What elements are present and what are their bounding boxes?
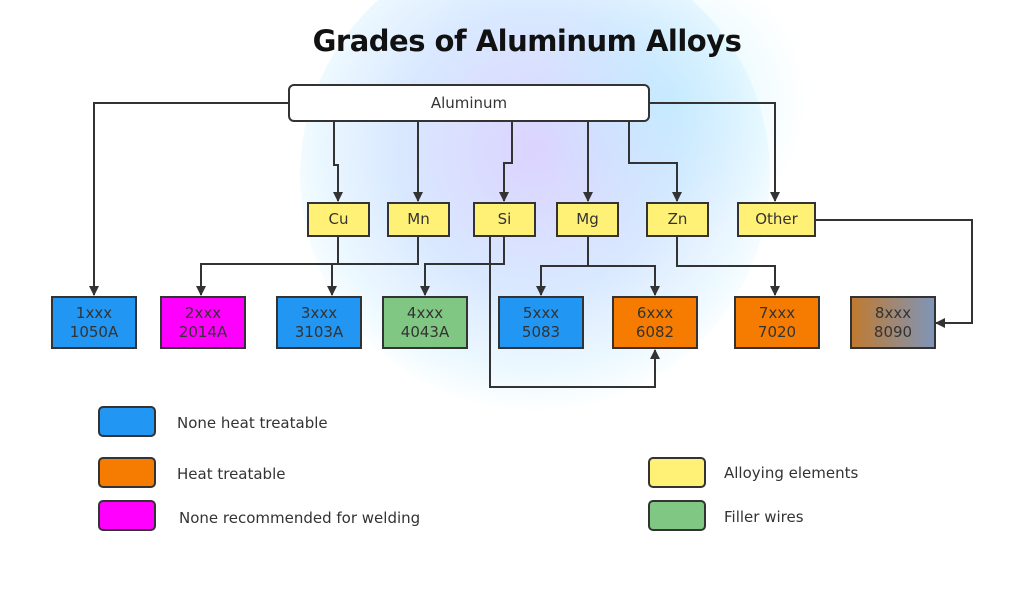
connector-other-8xxx: [816, 219, 973, 328]
legend-label-alloying-elements: Alloying elements: [724, 464, 859, 482]
grade-node-7xxx: 7xxx 7020: [734, 296, 820, 349]
grade-node-4xxx: 4xxx 4043A: [382, 296, 468, 349]
grade-series: 5xxx: [522, 303, 560, 322]
connector-cu-2xxx: [196, 237, 339, 296]
grade-example: 2014A: [178, 322, 228, 341]
connector-zn-7xxx: [676, 237, 780, 296]
grade-series: 7xxx: [758, 303, 796, 322]
grade-example: 5083: [521, 322, 561, 341]
grade-series: 3xxx: [300, 303, 338, 322]
grade-node-3xxx: 3xxx 3103A: [276, 296, 362, 349]
legend-label-not-for-welding: None recommended for welding: [179, 509, 421, 527]
grade-node-8xxx: 8xxx 8090: [850, 296, 936, 349]
legend-swatch-non-heat-treatable: [98, 406, 156, 437]
legend-label-heat-treatable: Heat treatable: [177, 465, 286, 483]
grade-node-1xxx: 1xxx 1050A: [51, 296, 137, 349]
legend-swatch-heat-treatable: [98, 457, 156, 488]
connector-root-si: [499, 122, 513, 202]
legend-swatch-filler-wires: [648, 500, 706, 531]
element-node-mn: Mn: [387, 202, 450, 237]
element-node-cu: Cu: [307, 202, 370, 237]
connector-mg-5xxx: [536, 237, 589, 296]
legend-swatch-alloying-elements: [648, 457, 706, 488]
grade-example: 1050A: [69, 322, 119, 341]
element-node-mg: Mg: [556, 202, 619, 237]
connector-mg-6xxx: [588, 265, 660, 296]
grade-series: 1xxx: [75, 303, 113, 322]
connector-si-4xxx: [420, 237, 505, 296]
diagram-title: Grades of Aluminum Alloys: [312, 24, 742, 58]
grade-series: 6xxx: [636, 303, 674, 322]
grade-series: 2xxx: [184, 303, 222, 322]
element-node-si: Si: [473, 202, 536, 237]
legend-label-filler-wires: Filler wires: [724, 508, 804, 526]
grade-example: 7020: [757, 322, 797, 341]
grade-series: 4xxx: [406, 303, 444, 322]
connector-root-cu: [333, 122, 343, 202]
grade-example: 4043A: [400, 322, 450, 341]
connector-root-1xxx: [89, 102, 288, 296]
grade-example: 6082: [635, 322, 675, 341]
legend-label-non-heat-treatable: None heat treatable: [177, 414, 328, 432]
grade-example: 8090: [873, 322, 913, 341]
grade-example: 3103A: [294, 322, 344, 341]
element-node-zn: Zn: [646, 202, 709, 237]
grade-node-6xxx: 6xxx 6082: [612, 296, 698, 349]
grade-series: 8xxx: [874, 303, 912, 322]
legend-swatch-not-for-welding: [98, 500, 156, 531]
connector-root-other: [650, 102, 780, 202]
grade-node-5xxx: 5xxx 5083: [498, 296, 584, 349]
root-node-aluminum: Aluminum: [288, 84, 650, 122]
connector-si-6xxx: [489, 237, 660, 388]
connector-root-zn: [628, 122, 682, 202]
grade-node-2xxx: 2xxx 2014A: [160, 296, 246, 349]
connector-mn-3xxx: [327, 237, 419, 296]
element-node-other: Other: [737, 202, 816, 237]
